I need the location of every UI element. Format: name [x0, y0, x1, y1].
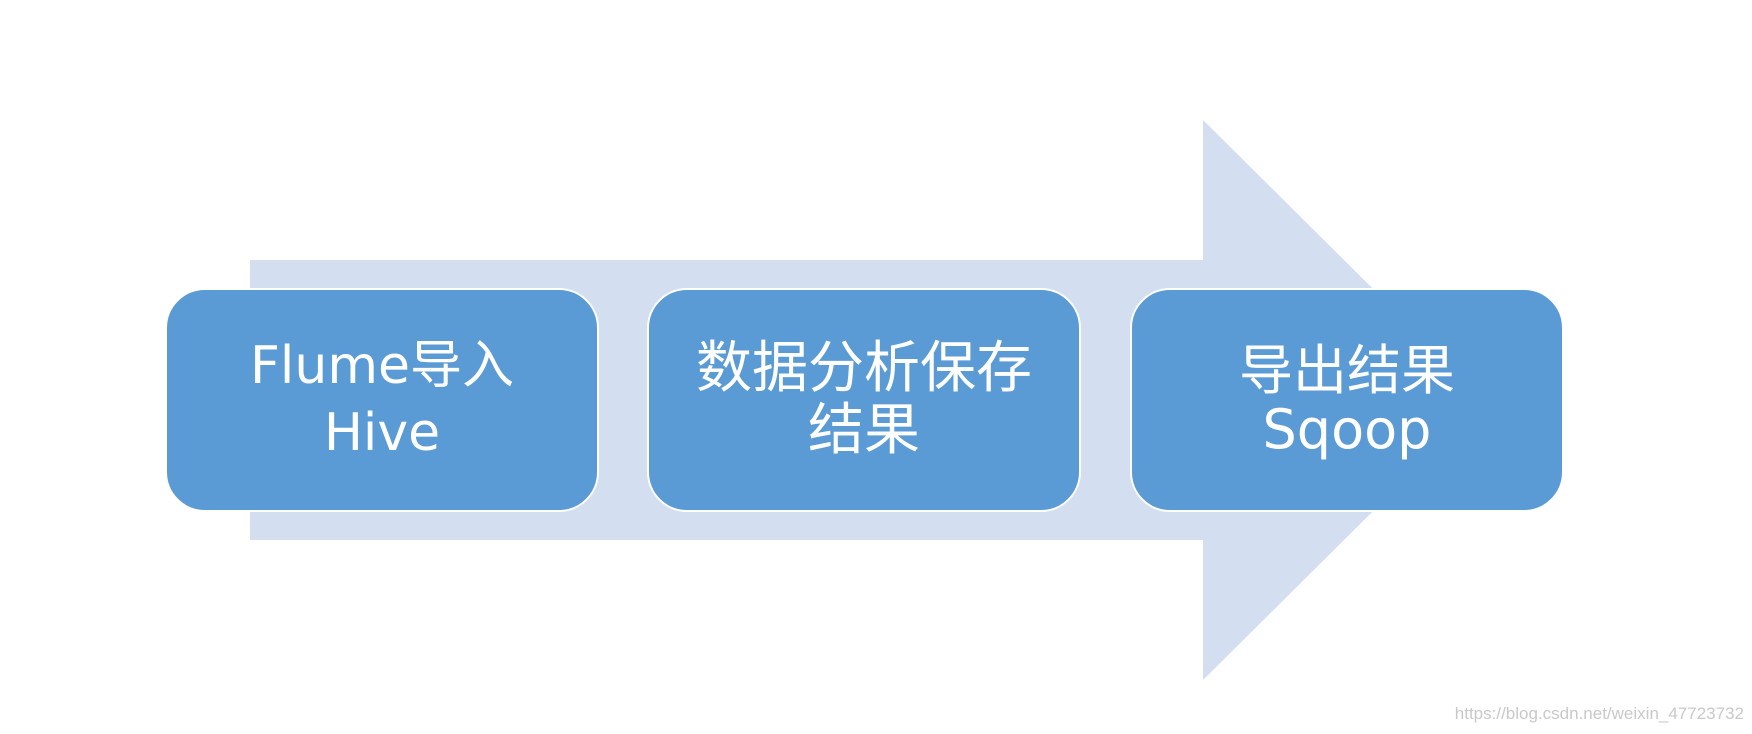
- step-2-line-2: 结果: [808, 398, 920, 463]
- step-3-line-2: Sqoop: [1262, 398, 1432, 461]
- step-1-line-2: Hive: [323, 403, 441, 463]
- step-export-sqoop: 导出结果 Sqoop: [1130, 288, 1564, 512]
- step-1-line-1: Flume导入: [250, 335, 514, 396]
- step-2-line-1: 数据分析保存: [696, 336, 1032, 402]
- step-data-analysis-save: 数据分析保存 结果: [647, 288, 1081, 512]
- step-flume-import-hive: Flume导入 Hive: [165, 288, 599, 512]
- watermark-url: https://blog.csdn.net/weixin_47723732: [1454, 704, 1744, 723]
- step-3-line-1: 导出结果: [1239, 338, 1455, 402]
